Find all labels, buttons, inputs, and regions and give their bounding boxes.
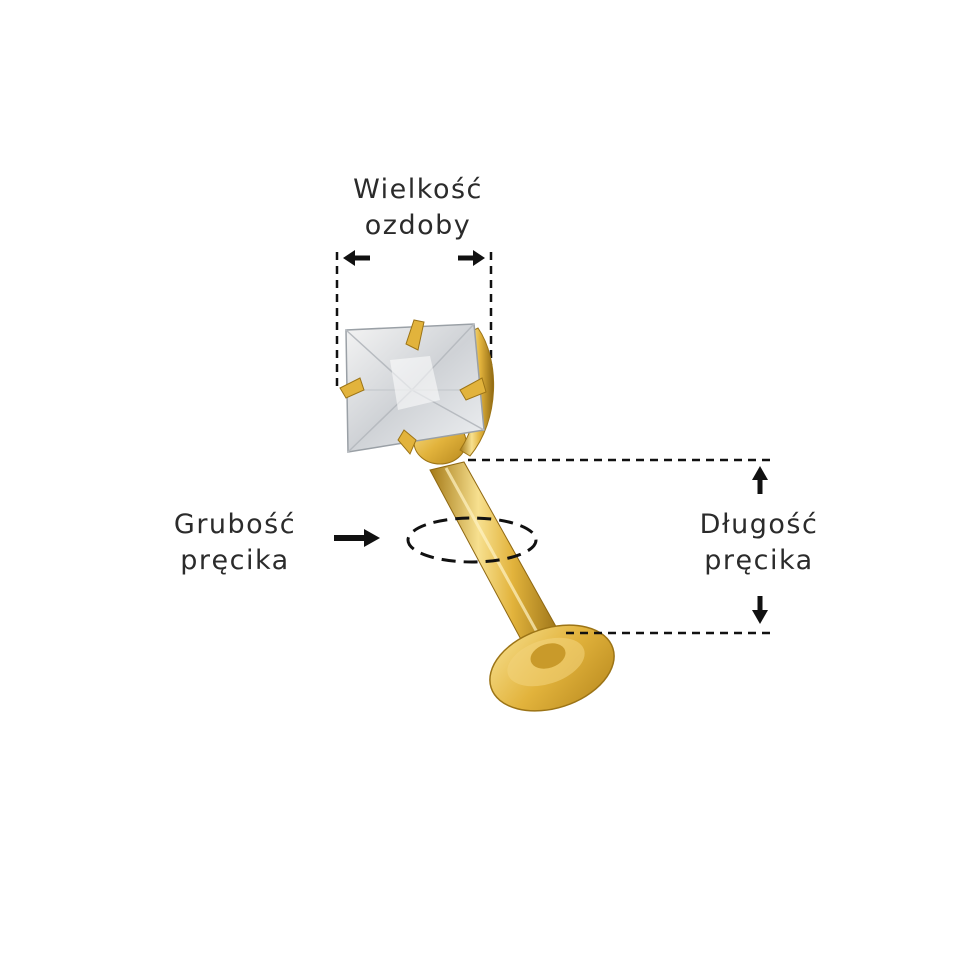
ornament-size-label: Wielkość ozdoby (318, 172, 518, 244)
ornament-size-label-line2: ozdoby (364, 210, 472, 241)
arrow-left-icon (343, 250, 370, 266)
ornament-size-label-line1: Wielkość (353, 174, 483, 205)
bar-thickness-label: Grubość pręcika (150, 507, 320, 579)
arrow-down-icon (752, 596, 768, 624)
flat-back-disc (489, 624, 615, 712)
bar-thickness-dimension (334, 516, 538, 564)
bar-length-label-line2: pręcika (704, 545, 814, 576)
prong (397, 429, 417, 455)
arrow-right-icon (458, 250, 485, 266)
bar-length-label-line1: Długość (699, 509, 819, 540)
arrow-up-icon (752, 466, 768, 494)
bar-thickness-label-line2: pręcika (180, 545, 290, 576)
bar-length-label: Długość pręcika (674, 507, 844, 579)
gem-ornament (339, 319, 495, 465)
ornament-size-dimension (335, 250, 493, 388)
prong (339, 377, 365, 399)
prong (459, 377, 487, 401)
bar-length-dimension (468, 458, 770, 635)
prong (405, 319, 425, 351)
bar-thickness-label-line1: Grubość (173, 509, 297, 540)
arrow-right-icon (334, 529, 380, 547)
